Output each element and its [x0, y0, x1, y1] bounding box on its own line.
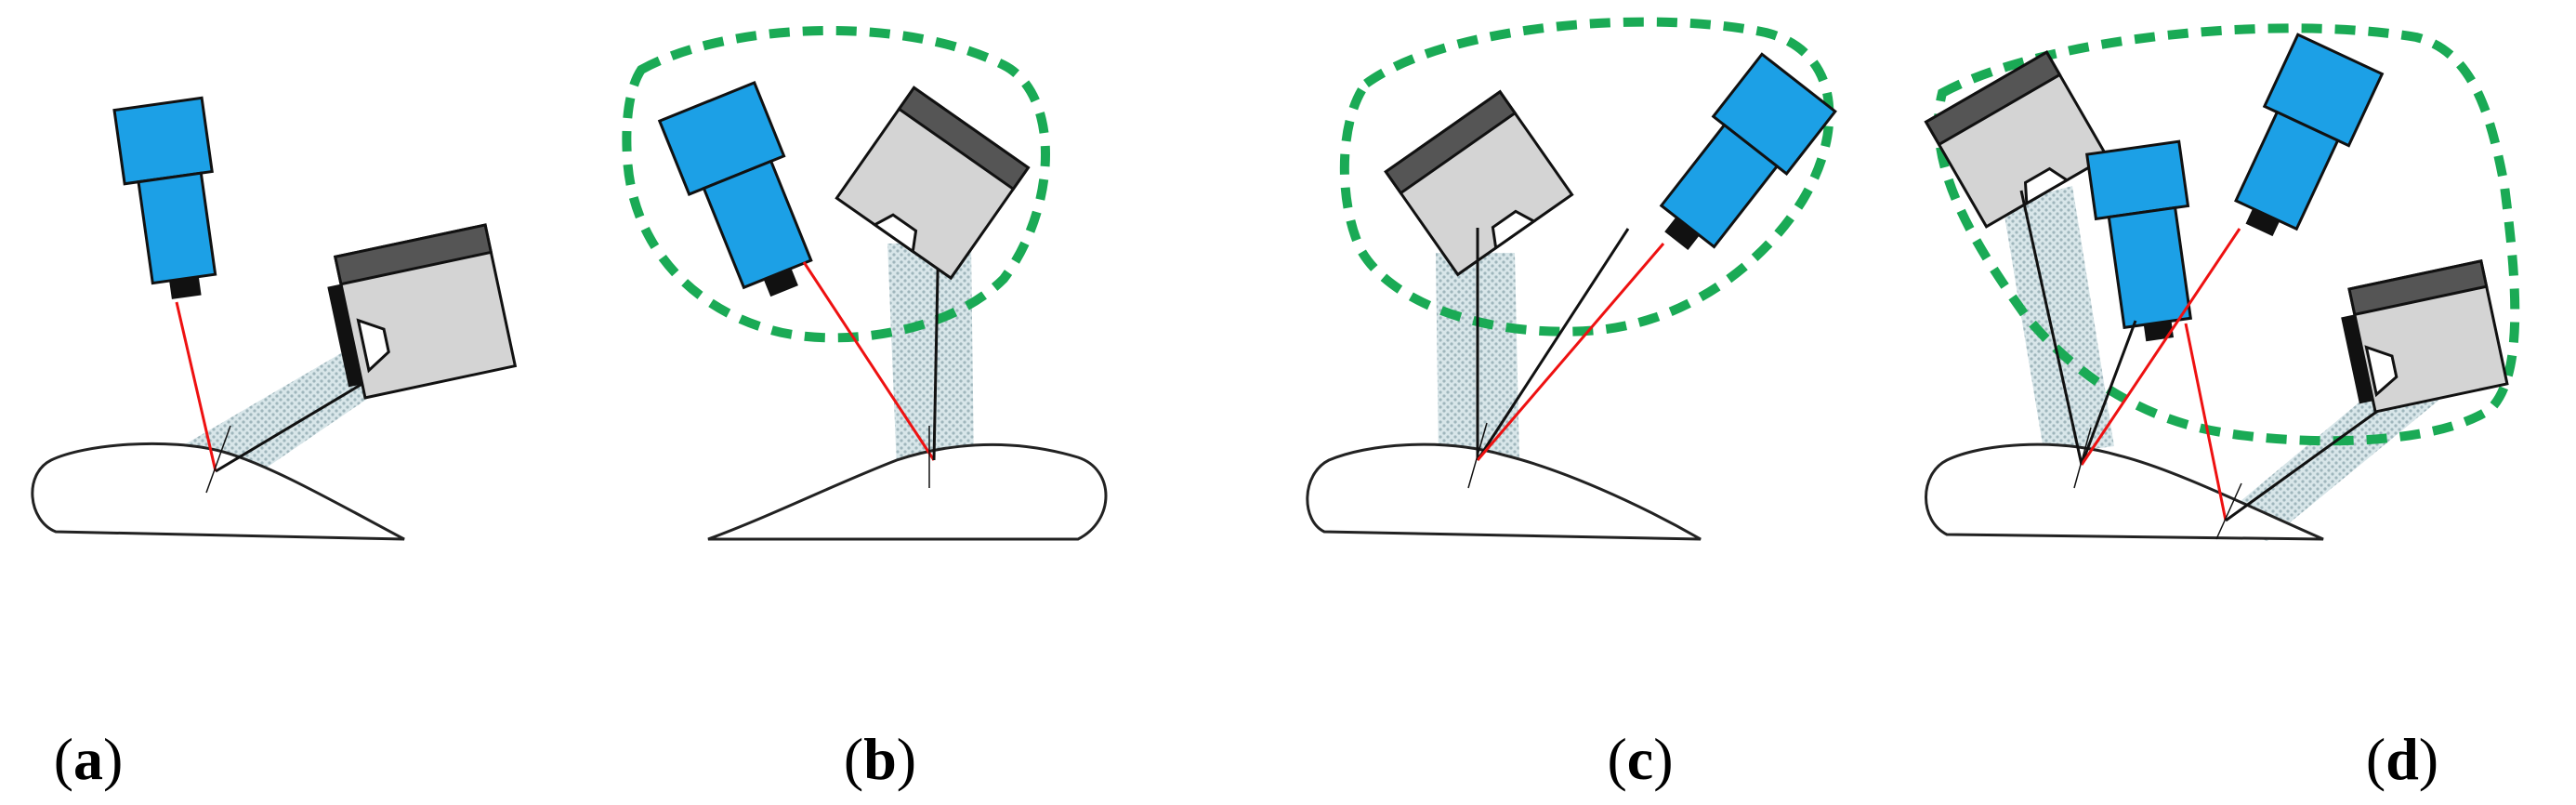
camera-ray — [2184, 323, 2228, 521]
projector-icon — [327, 223, 518, 400]
field-of-view — [622, 25, 1050, 343]
camera-icon — [657, 81, 813, 297]
panel-b — [622, 25, 1108, 541]
camera-icon — [112, 96, 217, 299]
panel-label-a: (a) — [54, 726, 124, 792]
projector-ray-secondary — [2080, 320, 2137, 466]
panel-c — [1306, 17, 1837, 541]
field-of-view — [1934, 23, 2520, 446]
panel-label-b: (b) — [844, 726, 916, 792]
projector-icon — [2341, 259, 2509, 414]
camera-icon — [1659, 52, 1837, 250]
camera-ray — [175, 301, 217, 472]
panel-a — [31, 96, 518, 541]
projector-icon — [1384, 89, 1574, 277]
panel-label-d: (d) — [2366, 726, 2438, 792]
object-surface — [1306, 442, 1702, 541]
projector-ray — [2019, 190, 2083, 466]
surface-normal — [205, 425, 231, 494]
camera-icon — [2085, 139, 2193, 342]
panel-label-c: (c) — [1607, 726, 1673, 792]
camera-ray — [2080, 228, 2241, 466]
camera-ray — [1476, 243, 1665, 461]
surface-normal — [2073, 427, 2092, 489]
projector-beam — [887, 244, 974, 469]
projector-ray-secondary — [1476, 228, 1630, 461]
surface-normal — [1467, 422, 1488, 489]
camera-ray — [802, 261, 936, 461]
object-surface — [31, 442, 405, 541]
camera-icon — [2234, 33, 2385, 237]
projector-icon — [1924, 50, 2109, 229]
projector-icon — [835, 86, 1031, 281]
field-of-view — [1339, 17, 1834, 337]
object-surface — [707, 442, 1108, 541]
projector-beam — [2003, 186, 2114, 455]
surface-normal — [2215, 482, 2242, 540]
panel-d — [1924, 23, 2520, 541]
